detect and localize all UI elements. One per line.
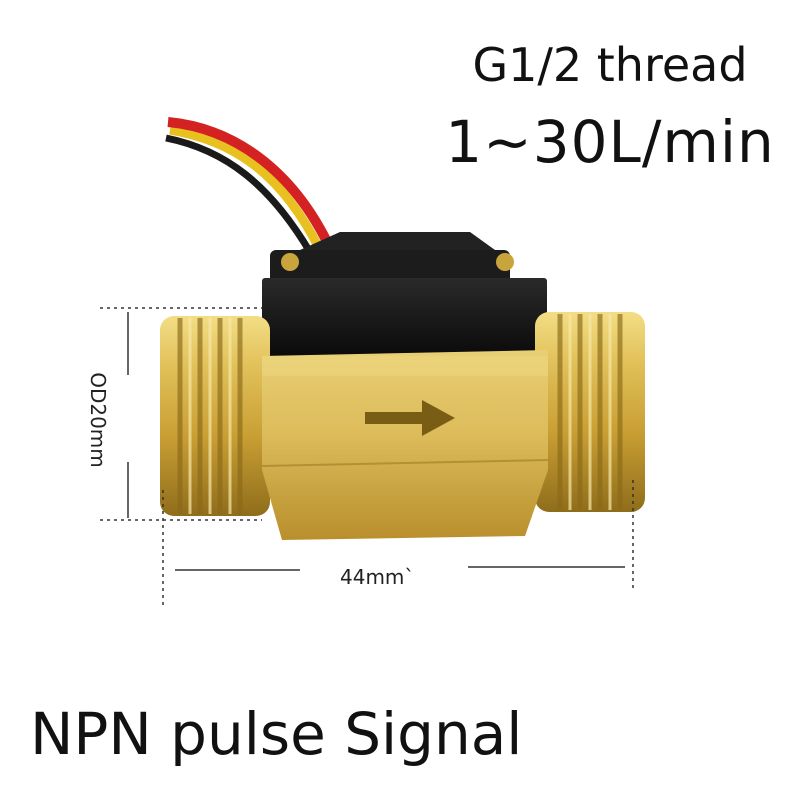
left-thread-fitting: [160, 316, 270, 516]
outer-diameter-label: OD20mm: [86, 372, 110, 468]
brass-body: [261, 350, 549, 540]
sensor-wires: [165, 117, 335, 254]
flow-direction-arrow-icon: [365, 400, 455, 436]
sensor-housing: [262, 232, 547, 358]
flow-range-label: 1~30L/min: [445, 108, 775, 176]
signal-type-label: NPN pulse Signal: [30, 700, 523, 768]
right-thread-fitting: [535, 312, 645, 512]
length-label: 44mm`: [340, 565, 415, 589]
thread-spec-label: G1/2 thread: [472, 38, 748, 92]
dimension-lines: [100, 307, 634, 608]
